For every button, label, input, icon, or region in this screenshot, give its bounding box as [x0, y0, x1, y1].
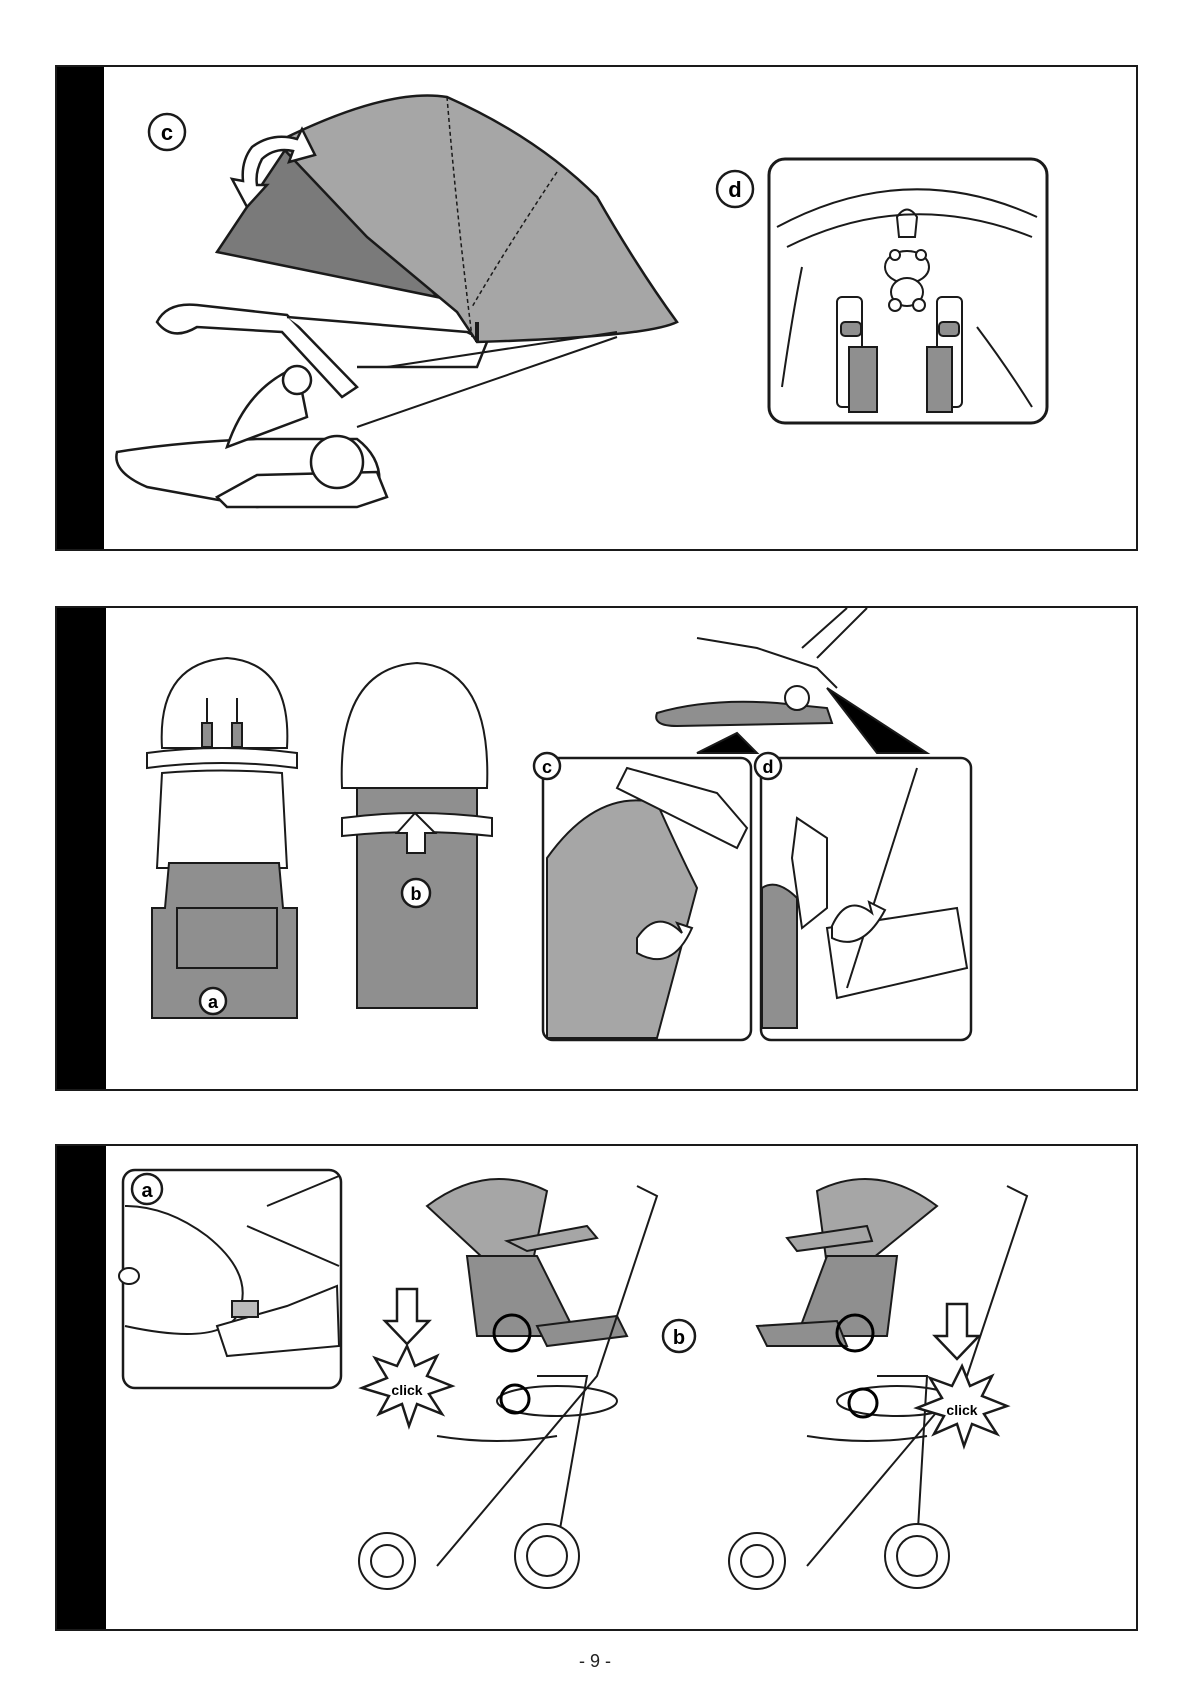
- stroller-fragment-illustration: [656, 608, 927, 753]
- down-arrow-right-icon: [935, 1304, 979, 1359]
- label-c-text: c: [161, 120, 173, 145]
- seat-with-footmuff-a-illustration: [147, 658, 297, 1018]
- label-a-text-panel3: a: [141, 1180, 153, 1202]
- label-b-text-panel2: b: [411, 884, 422, 904]
- label-b-text-panel3: b: [673, 1327, 685, 1349]
- panel-3-illustration: a click b: [57, 1146, 1140, 1633]
- label-c-text-panel2: c: [542, 757, 552, 777]
- down-arrow-left-icon: [385, 1289, 429, 1344]
- label-d-text-panel2: d: [763, 757, 774, 777]
- seat-base-illustration: [116, 305, 487, 507]
- panel-2-footmuff: a b c: [55, 606, 1138, 1091]
- panel-3-seat-attachment: a click b: [55, 1144, 1138, 1631]
- seat-with-footmuff-b-illustration: [342, 663, 492, 1008]
- page-number: - 9 -: [0, 1651, 1190, 1672]
- panel-1-illustration: c d: [57, 67, 1140, 553]
- panel-1-canopy-and-toy: c d: [55, 65, 1138, 551]
- panel-2-illustration: a b c: [57, 608, 1140, 1093]
- click-left-text: click: [391, 1382, 422, 1398]
- label-d-text: d: [728, 177, 741, 202]
- canopy-illustration: [217, 95, 677, 342]
- click-right-text: click: [946, 1402, 977, 1418]
- label-a-text-panel2: a: [208, 992, 219, 1012]
